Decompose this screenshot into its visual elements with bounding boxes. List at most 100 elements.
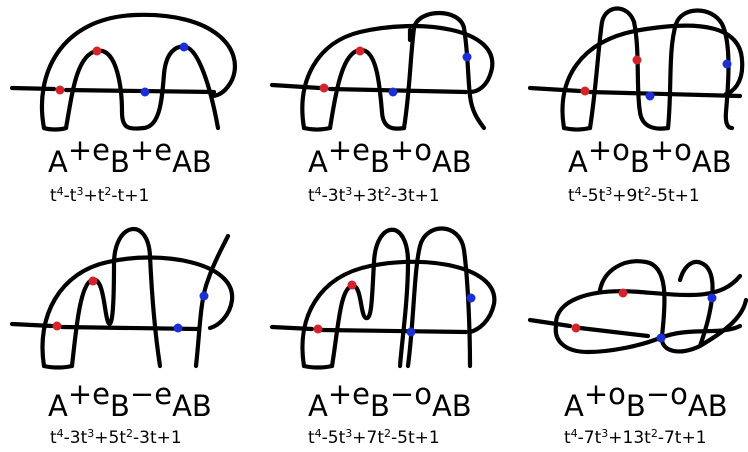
alexander-polynomial-1: t4-t3+t2-t+1 xyxy=(50,186,149,205)
blue-crossing-marker xyxy=(707,293,717,303)
poly-exponent: 3 xyxy=(345,427,353,440)
poly-exponent: 3 xyxy=(76,185,84,198)
formula-term-ab: AB xyxy=(431,389,472,423)
knot-formula-5: A+eB−oAB xyxy=(308,380,472,423)
formula-superscript: e xyxy=(92,133,110,167)
poly-term: t xyxy=(50,186,57,206)
alexander-polynomial-2: t4-3t3+3t2-3t+1 xyxy=(308,186,440,205)
formula-term-a: A xyxy=(308,145,328,179)
formula-op: + xyxy=(327,377,353,411)
formula-term-b: B xyxy=(110,145,130,179)
poly-exponent: 3 xyxy=(87,427,95,440)
formula-term-ab: AB xyxy=(691,145,732,179)
poly-exponent: 2 xyxy=(384,427,392,440)
poly-term: +9t xyxy=(612,186,645,206)
poly-term: -5t+1 xyxy=(651,186,700,206)
poly-term: t xyxy=(308,186,315,206)
poly-term: -7t+1 xyxy=(657,428,707,448)
poly-term: +7t xyxy=(352,428,385,448)
formula-op: + xyxy=(649,133,675,167)
poly-exponent: 3 xyxy=(601,427,609,440)
formula-term-a: A xyxy=(48,145,68,179)
alexander-polynomial-4: t4-3t3+5t2-3t+1 xyxy=(50,428,182,447)
red-crossing-marker xyxy=(618,288,628,298)
knot-diagram-6 xyxy=(527,259,748,355)
red-crossing-marker xyxy=(347,280,357,290)
poly-exponent: 2 xyxy=(126,427,134,440)
poly-term: +5t xyxy=(94,428,127,448)
red-crossing-marker xyxy=(55,85,65,95)
poly-term: t xyxy=(50,428,57,448)
formula-op: + xyxy=(67,377,93,411)
formula-superscript: e xyxy=(352,133,370,167)
poly-term: -3t+1 xyxy=(133,428,182,448)
knot-diagram-5 xyxy=(269,226,497,370)
formula-op: + xyxy=(583,377,609,411)
red-crossing-marker xyxy=(571,323,581,333)
poly-term: -3t+1 xyxy=(391,186,440,206)
poly-exponent: 4 xyxy=(56,185,64,198)
blue-crossing-marker xyxy=(406,327,416,337)
formula-term-ab: AB xyxy=(687,389,728,423)
formula-op: + xyxy=(389,133,415,167)
formula-superscript: e xyxy=(154,133,173,167)
knot-diagram-2 xyxy=(269,10,495,132)
formula-superscript: o xyxy=(414,377,432,411)
formula-superscript: e xyxy=(154,377,173,411)
poly-term: -5t+1 xyxy=(391,428,440,448)
formula-superscript: o xyxy=(670,377,688,411)
red-crossing-marker xyxy=(52,321,62,331)
blue-crossing-marker xyxy=(173,323,183,333)
red-crossing-marker xyxy=(632,55,642,65)
poly-term: +13t xyxy=(608,428,651,448)
knot-formula-3: A+oB+oAB xyxy=(568,136,732,179)
poly-exponent: 4 xyxy=(314,427,322,440)
poly-term: t xyxy=(308,428,315,448)
formula-superscript: e xyxy=(352,377,370,411)
knot-diagram-3 xyxy=(527,6,745,132)
poly-exponent: 3 xyxy=(345,185,353,198)
poly-term: -3t xyxy=(321,186,346,206)
knot-formula-6: A+oB−oAB xyxy=(564,380,728,423)
formula-term-ab: AB xyxy=(172,145,212,179)
alexander-polynomial-6: t4-7t3+13t2-7t+1 xyxy=(564,428,707,447)
formula-term-ab: AB xyxy=(172,389,212,423)
blue-crossing-marker xyxy=(140,87,150,97)
formula-term-a: A xyxy=(564,389,584,423)
formula-superscript: o xyxy=(414,133,432,167)
formula-op: + xyxy=(587,133,613,167)
knot-formula-4: A+eB−eAB xyxy=(48,380,212,423)
red-crossing-marker xyxy=(88,276,98,286)
red-crossing-marker xyxy=(313,324,323,334)
poly-term: -t xyxy=(63,186,77,206)
poly-term: -5t xyxy=(581,186,606,206)
poly-term: -t+1 xyxy=(111,186,150,206)
knot-diagram-4 xyxy=(9,226,235,370)
formula-term-b: B xyxy=(629,145,650,179)
poly-term: t xyxy=(568,186,575,206)
poly-term: -3t xyxy=(63,428,88,448)
red-crossing-marker xyxy=(355,46,365,56)
formula-term-b: B xyxy=(370,389,390,423)
formula-superscript: o xyxy=(674,133,692,167)
poly-term: +3t xyxy=(352,186,385,206)
poly-exponent: 3 xyxy=(605,185,613,198)
blue-crossing-marker xyxy=(388,87,398,97)
blue-crossing-marker xyxy=(199,291,209,301)
formula-op: − xyxy=(645,377,671,411)
formula-op: + xyxy=(67,133,93,167)
formula-op: − xyxy=(129,377,155,411)
blue-crossing-marker xyxy=(645,91,655,101)
poly-exponent: 2 xyxy=(644,185,652,198)
formula-term-b: B xyxy=(110,389,130,423)
knot-formula-2: A+eB+oAB xyxy=(308,136,472,179)
poly-term: +t xyxy=(83,186,105,206)
formula-op: − xyxy=(389,377,415,411)
alexander-polynomial-3: t4-5t3+9t2-5t+1 xyxy=(568,186,700,205)
poly-exponent: 4 xyxy=(56,427,64,440)
poly-term: -7t xyxy=(577,428,602,448)
blue-crossing-marker xyxy=(179,42,189,52)
formula-term-b: B xyxy=(370,145,390,179)
poly-exponent: 2 xyxy=(650,427,658,440)
